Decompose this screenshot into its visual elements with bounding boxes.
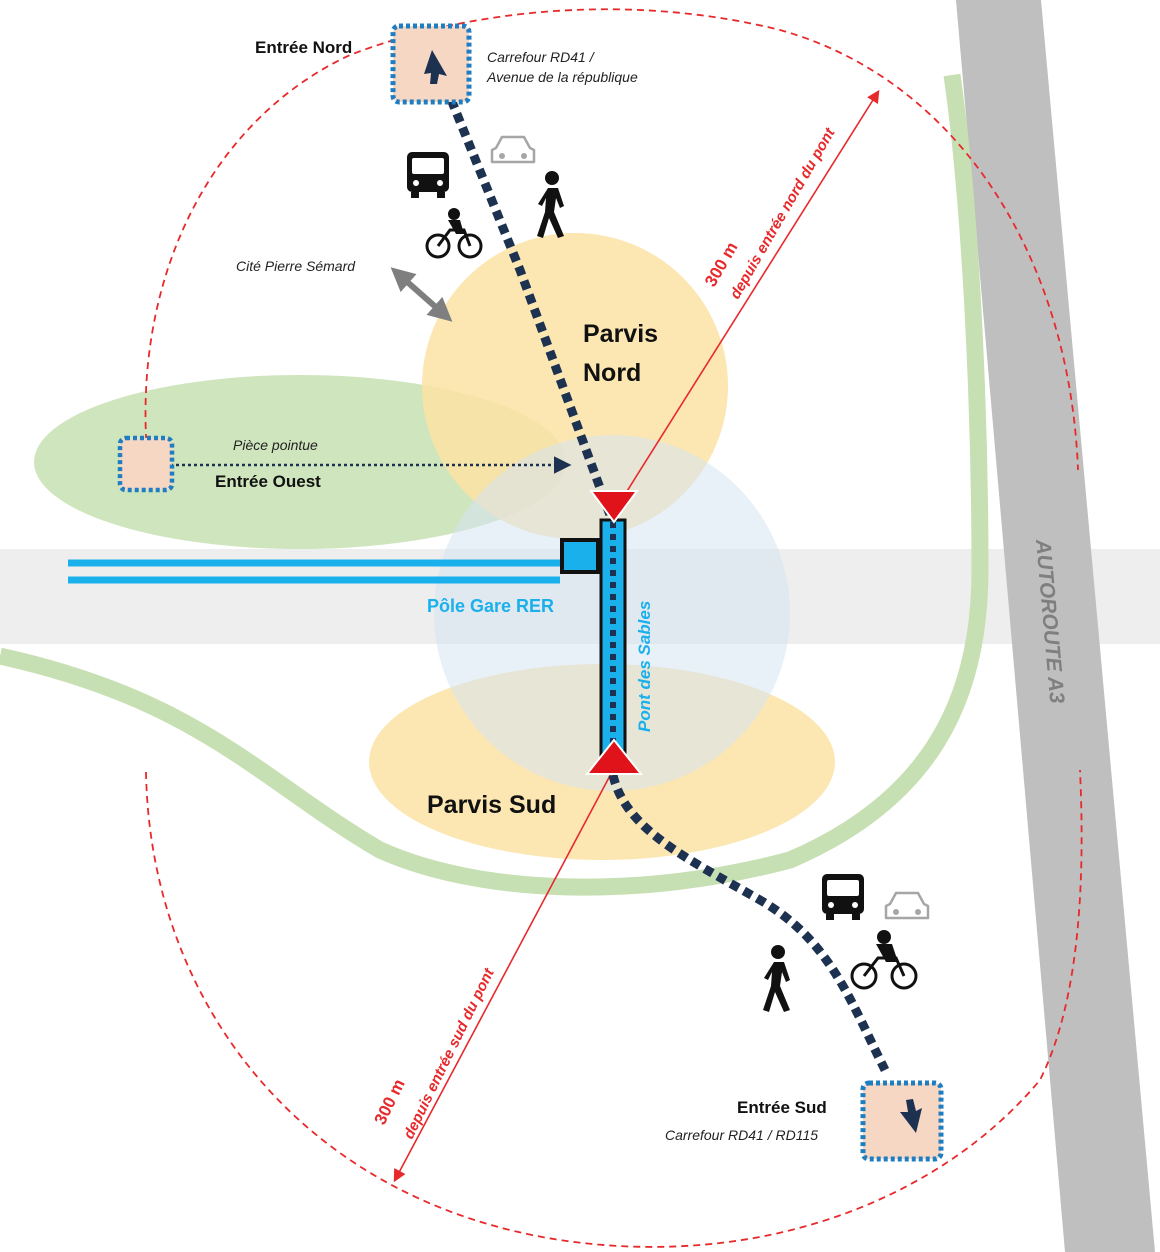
cite-double-arrow: [390, 267, 453, 322]
entrance-south-label: Entrée Sud: [737, 1098, 827, 1117]
station-building: [560, 538, 600, 574]
bridge-north-marker: [589, 490, 639, 524]
entrance-north-marker: [390, 23, 472, 105]
station-label: Pôle Gare RER: [427, 596, 554, 616]
entrance-north-label: Entrée Nord: [255, 38, 352, 57]
green-corridor-east: [0, 73, 989, 896]
entrance-west-place: Pièce pointue: [233, 437, 318, 453]
parvis-nord-label-line1: Parvis: [583, 320, 658, 348]
radius-line-north: [611, 89, 880, 516]
pedestrian-icon: [537, 171, 564, 238]
bicycle-icon: [425, 208, 483, 259]
entrance-north-place-line2: Avenue de la république: [486, 69, 638, 85]
car-icon: [490, 135, 536, 164]
radius-line-south: [393, 769, 614, 1183]
entrance-west-marker: [117, 435, 175, 493]
path-south: [608, 773, 890, 1073]
entrance-west-label: Entrée Ouest: [215, 472, 321, 491]
cite-label: Cité Pierre Sémard: [236, 258, 356, 274]
radius-south-text: depuis entrée sud du pont: [400, 965, 498, 1142]
radius-circle-north: [144, 8, 1079, 471]
radius-north-text: depuis entrée nord du pont: [727, 124, 839, 302]
car-icon: [884, 891, 930, 920]
radius-south-distance: 300 m: [371, 1076, 409, 1128]
bridge-label: Pont des Sables: [635, 601, 654, 732]
south-direction-arrow-icon: [900, 1099, 922, 1133]
parvis-sud-label: Parvis Sud: [427, 791, 556, 819]
path-north: [435, 70, 615, 517]
bus-icon: [407, 152, 449, 198]
pedestrian-icon: [763, 945, 790, 1012]
entrance-south-marker: [860, 1080, 944, 1162]
motorway-a3: [956, 0, 1155, 1252]
parvis-nord-label-line2: Nord: [583, 359, 641, 387]
bridge-south-marker: [584, 738, 644, 775]
bicycle-icon: [850, 930, 918, 990]
north-direction-arrow-icon: [424, 50, 447, 84]
entrance-north-place-line1: Carrefour RD41 /: [487, 49, 596, 65]
entrance-south-place: Carrefour RD41 / RD115: [665, 1127, 818, 1143]
radius-circle-south: [145, 769, 1083, 1248]
bus-icon: [822, 874, 864, 920]
